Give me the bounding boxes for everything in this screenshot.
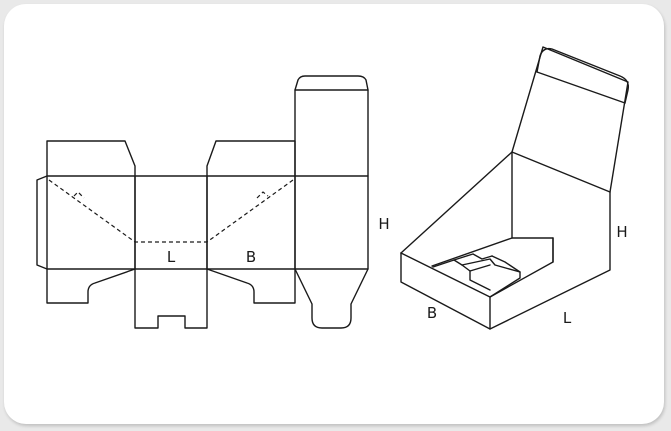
box-inner-tab-fold-4 [469, 270, 491, 291]
box-label-height: H [616, 223, 627, 241]
box-label-breadth: B [427, 304, 437, 322]
box-back-walls [400, 151, 611, 254]
dieline-perforation-mark-left [73, 191, 85, 199]
dieline-glue-tab [36, 175, 48, 270]
dieline-left-side-panel [46, 175, 136, 270]
box-inner-tab-outline [432, 258, 521, 298]
box-inner-tab-fold-1 [453, 253, 493, 261]
box-label-length: L [563, 309, 572, 327]
box-front-right-face [489, 237, 554, 298]
dieline-left-bottom-flap [46, 268, 136, 304]
box-inner-tab-fold-3 [491, 255, 521, 273]
box-lid-tuck-flap [536, 47, 630, 104]
dieline-lid-panel [294, 89, 369, 177]
dieline: L B H [36, 75, 390, 329]
figure-card [4, 4, 664, 424]
box-lid [511, 46, 629, 193]
box-inner-floor [431, 237, 554, 267]
dieline-label-height: H [378, 215, 389, 233]
dieline-back-panel [294, 175, 369, 270]
dieline-back-bottom-flap [294, 268, 369, 329]
dieline-right-bottom-flap [206, 268, 296, 304]
dieline-right-top-flap [206, 140, 296, 177]
dieline-label-length: L [167, 248, 176, 266]
box-inner-tab-fold-2 [461, 264, 491, 272]
dieline-perforation-line [48, 179, 294, 243]
dieline-label-breadth: B [246, 248, 256, 266]
dieline-perforation-mark-right [256, 191, 269, 199]
dieline-front-bottom-flap [134, 268, 208, 329]
box-lid-crease [536, 71, 626, 104]
dieline-left-top-flap [46, 140, 136, 177]
dieline-lid-tuck-flap [294, 75, 369, 91]
box-front-left-face [400, 252, 491, 330]
assembled-box: B L H [400, 46, 630, 330]
